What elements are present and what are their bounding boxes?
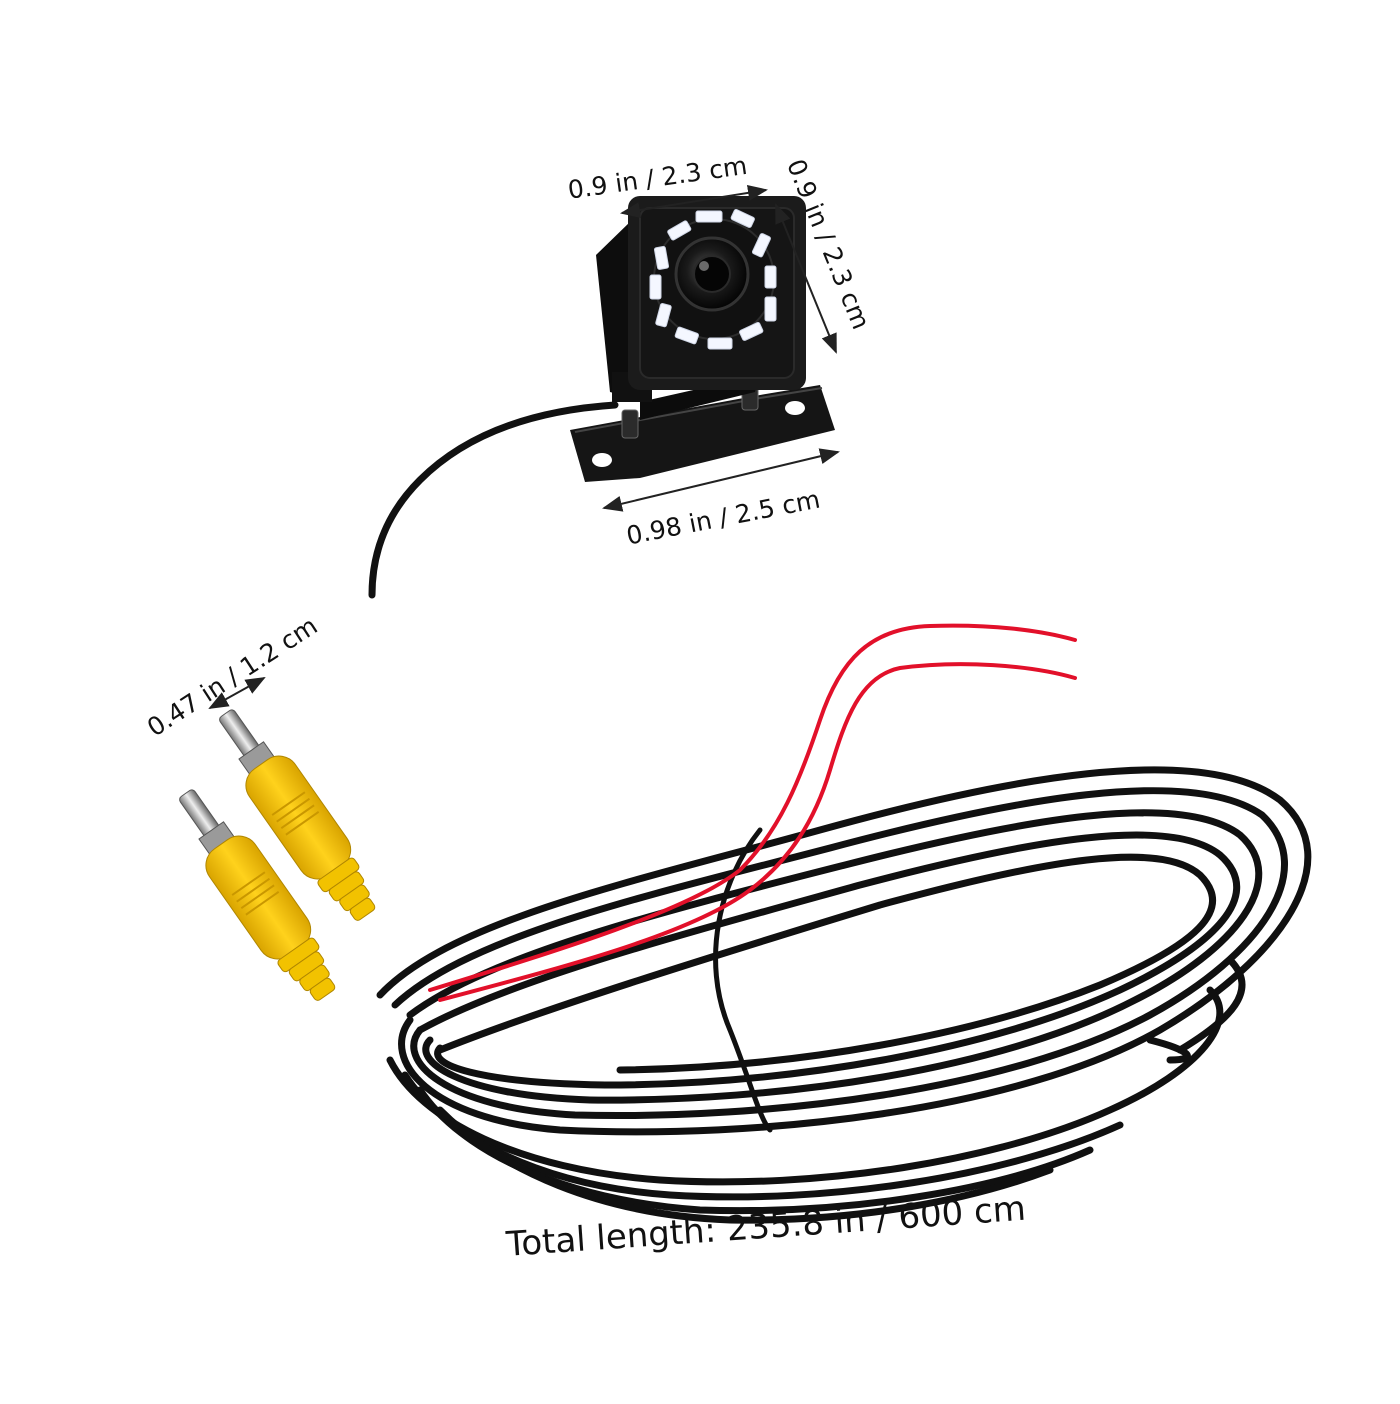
mounting-bracket <box>570 375 835 482</box>
camera-height-arrow <box>775 203 837 354</box>
bracket-width-arrow <box>602 448 840 512</box>
connector-length-arrow <box>208 677 266 709</box>
dimension-arrows <box>208 184 840 709</box>
red-power-wires <box>428 623 1077 1002</box>
camera-body <box>596 196 806 402</box>
rca-plug-upper <box>219 709 376 921</box>
camera-width-arrow <box>620 184 768 219</box>
camera-cable <box>368 401 619 599</box>
rca-plug-lower <box>179 789 336 1001</box>
coiled-cable <box>376 766 1312 1224</box>
